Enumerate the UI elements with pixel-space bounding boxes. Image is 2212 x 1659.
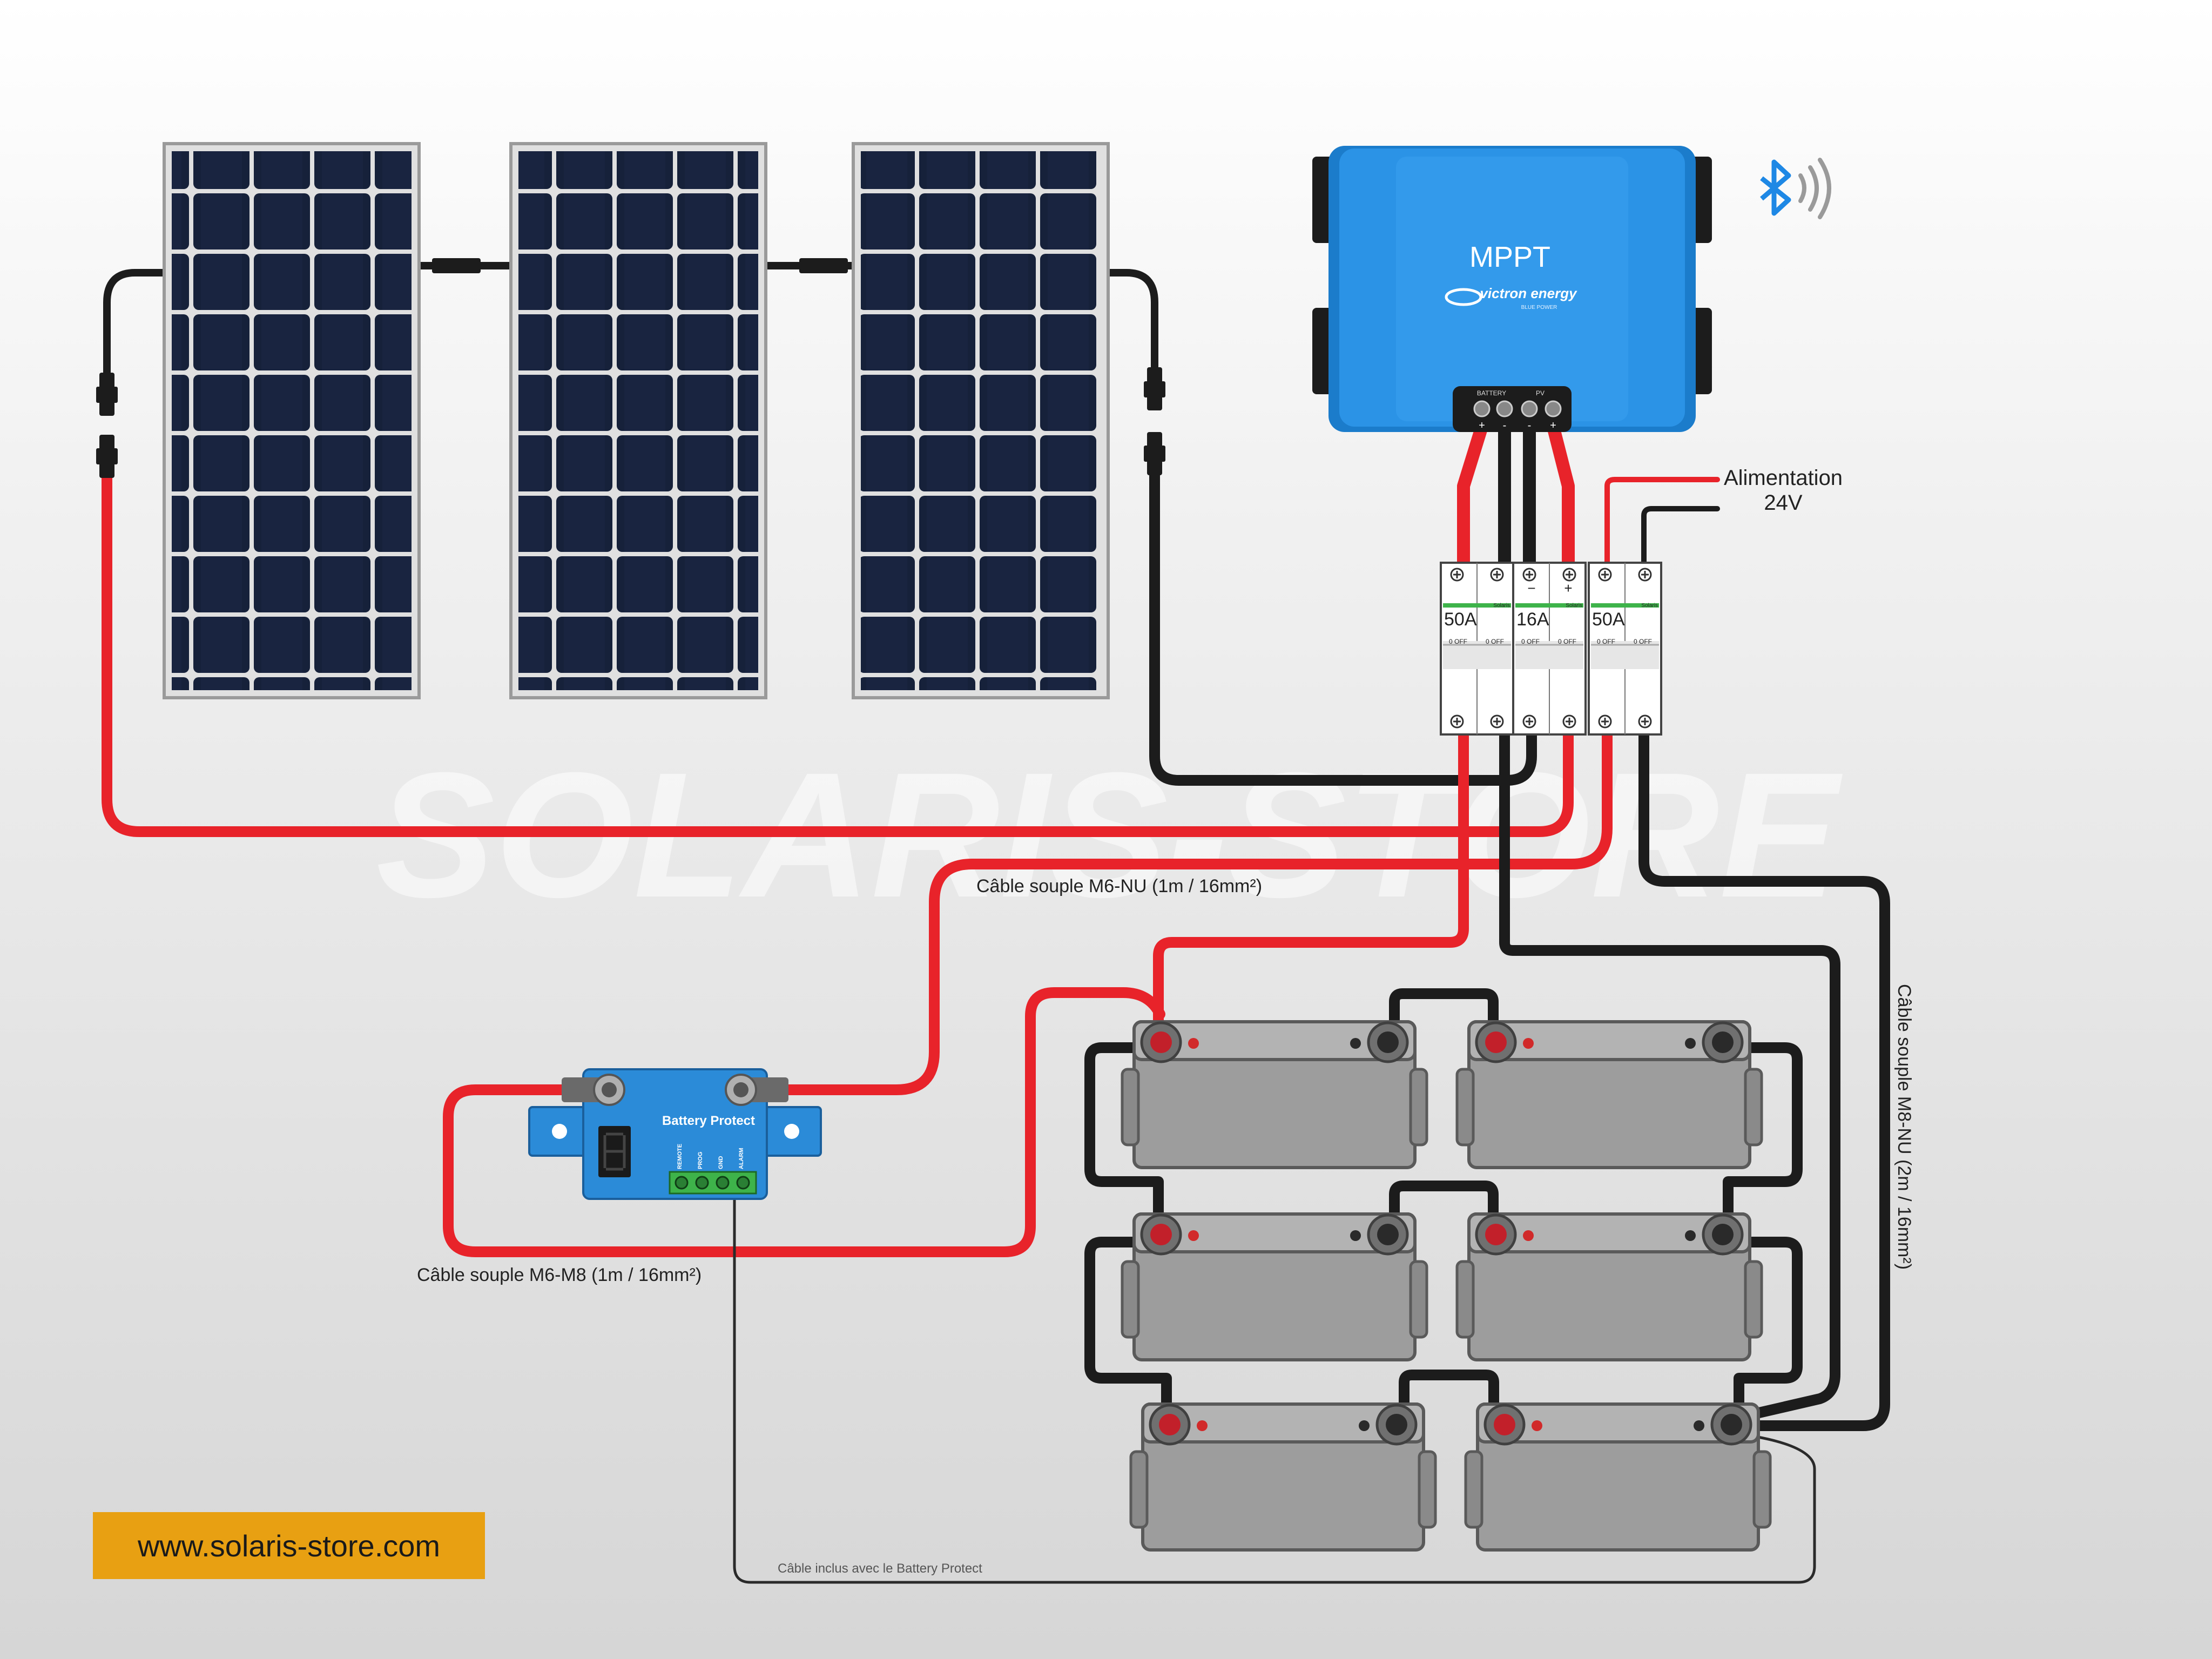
battery-protect: Battery Protect REMOTE PROG GND ALARM xyxy=(528,1068,822,1200)
breaker-brand: Solaris xyxy=(1566,603,1582,609)
cable-label-m6-nu: Câble souple M6-NU (1m / 16mm²) xyxy=(976,876,1262,896)
breaker-off-label: 0 OFF xyxy=(1486,638,1504,645)
bp-pin-label: ALARM xyxy=(738,1148,745,1169)
cable-label-m6-m8: Câble souple M6-M8 (1m / 16mm²) xyxy=(417,1265,702,1285)
website-url[interactable]: www.solaris-store.com xyxy=(137,1528,441,1563)
bp-pin-screw[interactable] xyxy=(736,1176,750,1190)
cable-label-bp: Câble inclus avec le Battery Protect xyxy=(778,1561,982,1576)
bp-pin-screw[interactable] xyxy=(675,1176,689,1190)
breaker-off-label: 0 OFF xyxy=(1449,638,1467,645)
solar-panel-2 xyxy=(509,142,767,699)
battery xyxy=(1122,1214,1427,1360)
bp-pin-label: PROG xyxy=(697,1152,704,1169)
breaker-3[interactable]: 50A Solaris 0 OFF 0 OFF xyxy=(1588,562,1662,736)
breaker-off-label: 0 OFF xyxy=(1521,638,1540,645)
victron-logo xyxy=(1445,288,1482,306)
controller-brand: victron energy xyxy=(1480,285,1577,301)
battery xyxy=(1466,1404,1770,1550)
breaker-off-label: 0 OFF xyxy=(1597,638,1615,645)
battery xyxy=(1457,1022,1762,1168)
breaker-rating: 16A xyxy=(1516,609,1549,630)
mc4-connectors xyxy=(96,258,1165,478)
breaker-polarity-sign: + xyxy=(1564,580,1572,596)
battery xyxy=(1131,1404,1435,1550)
bp-pin-screw[interactable] xyxy=(716,1176,730,1190)
breaker-rating: 50A xyxy=(1592,609,1625,630)
breaker-polarity-sign: − xyxy=(1527,580,1535,596)
breaker-1[interactable]: 50A Solaris 0 OFF 0 OFF xyxy=(1440,562,1514,736)
battery-protect-title: Battery Protect xyxy=(662,1114,755,1128)
battery xyxy=(1457,1214,1762,1360)
battery-bank xyxy=(1122,1022,1770,1550)
controller-brand-sub: BLUE POWER xyxy=(1521,305,1557,311)
circuit-breakers: 50A Solaris 0 OFF 0 OFF 16A Solaris 0 OFF 0 OFF… xyxy=(1440,562,1662,736)
breaker-off-label: 0 OFF xyxy=(1558,638,1576,645)
battery xyxy=(1122,1022,1427,1168)
solar-panel-1 xyxy=(163,142,421,699)
wireless-signal-icon xyxy=(1798,158,1831,219)
wiring xyxy=(102,262,1890,1584)
power-supply-label: Alimentation xyxy=(1724,466,1843,490)
power-supply-voltage: 24V xyxy=(1764,491,1802,515)
mppt-controller: MPPT victron energy BLUE POWER BATTERY P… xyxy=(1312,146,1712,432)
bluetooth-icon xyxy=(1760,159,1791,216)
website-badge[interactable]: www.solaris-store.com xyxy=(93,1512,485,1579)
terminal-sign: - xyxy=(1528,420,1532,431)
solar-panel-3 xyxy=(852,142,1110,699)
pv-terminal-label: PV xyxy=(1536,389,1545,397)
breaker-brand: Solaris xyxy=(1641,603,1658,609)
breaker-rating: 50A xyxy=(1444,609,1477,630)
bp-pin-screw[interactable] xyxy=(695,1176,709,1190)
bp-pin-label: REMOTE xyxy=(677,1144,683,1169)
breaker-2[interactable]: 16A Solaris 0 OFF 0 OFF xyxy=(1512,562,1587,736)
breaker-off-label: 0 OFF xyxy=(1634,638,1652,645)
terminal-sign: - xyxy=(1503,420,1507,431)
cable-label-m8-nu: Câble souple M8-NU (2m / 16mm²) xyxy=(1894,984,1914,1270)
mppt-title: MPPT xyxy=(1469,241,1550,273)
pv-negative-wire xyxy=(1149,470,1537,786)
battery-terminal-label: BATTERY xyxy=(1477,389,1506,397)
bp-pin-label: GND xyxy=(718,1156,724,1170)
breaker-brand: Solaris xyxy=(1493,603,1510,609)
terminal-sign: + xyxy=(1479,420,1485,431)
terminal-sign: + xyxy=(1550,420,1556,431)
pv-positive-wire xyxy=(102,470,1574,837)
